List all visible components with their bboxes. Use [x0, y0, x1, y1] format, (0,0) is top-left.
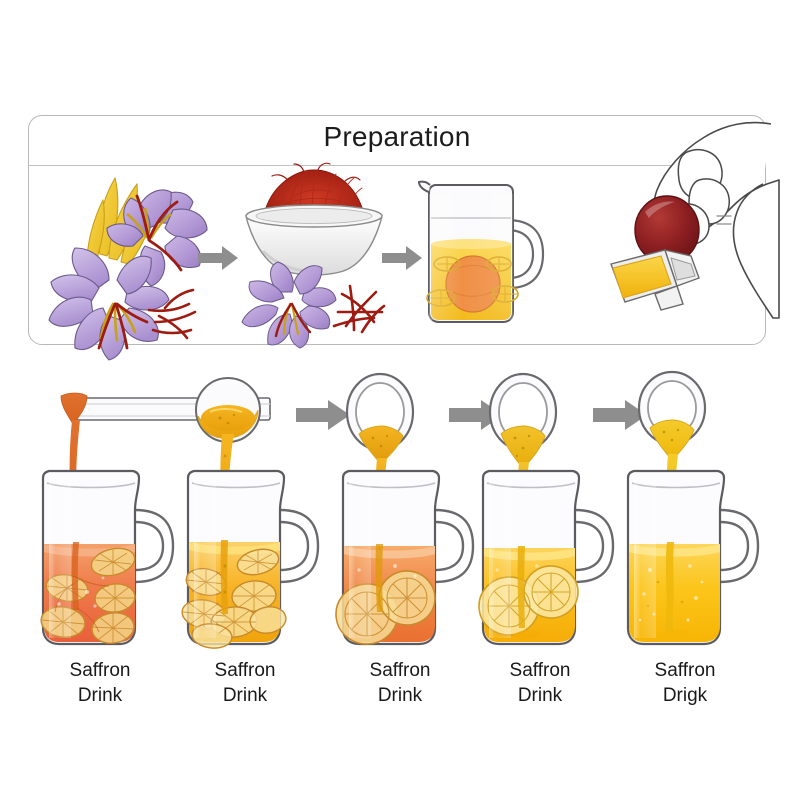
stage-hand-with-sachet — [610, 118, 781, 323]
step-2-label: Saffron Drink — [214, 660, 276, 706]
stage-saffron-pitcher — [411, 172, 551, 332]
process-step-5: Saffron Drigk — [610, 370, 760, 730]
step-4-label: Saffron Drink — [509, 660, 571, 706]
step-1-label: Saffron Drink — [69, 660, 131, 706]
step-5-art — [610, 370, 760, 660]
step-3-label: Saffron Drink — [369, 660, 431, 706]
preparation-panel: Preparation — [28, 115, 780, 361]
step-3-art — [325, 370, 475, 660]
panel-arrow-1 — [197, 244, 239, 272]
step-1-art — [25, 370, 175, 660]
process-step-4: Saffron Drink — [465, 370, 615, 730]
step-5-label: Saffron Drigk — [654, 660, 716, 706]
process-arrow-3 — [592, 398, 648, 432]
process-step-2: Saffron Drink — [170, 370, 320, 730]
process-step-3: Saffron Drink — [325, 370, 475, 730]
stage-saffron-flowers — [37, 162, 212, 361]
process-row: Saffron Drink — [0, 370, 800, 730]
step-4-art — [465, 370, 615, 660]
process-arrow-1 — [295, 398, 351, 432]
panel-title: Preparation — [323, 121, 471, 152]
step-2-art — [170, 370, 320, 660]
panel-arrow-2 — [381, 244, 423, 272]
process-step-1: Saffron Drink — [25, 370, 175, 730]
panel-divider — [29, 165, 765, 167]
stage-saffron-bowl — [234, 162, 394, 349]
